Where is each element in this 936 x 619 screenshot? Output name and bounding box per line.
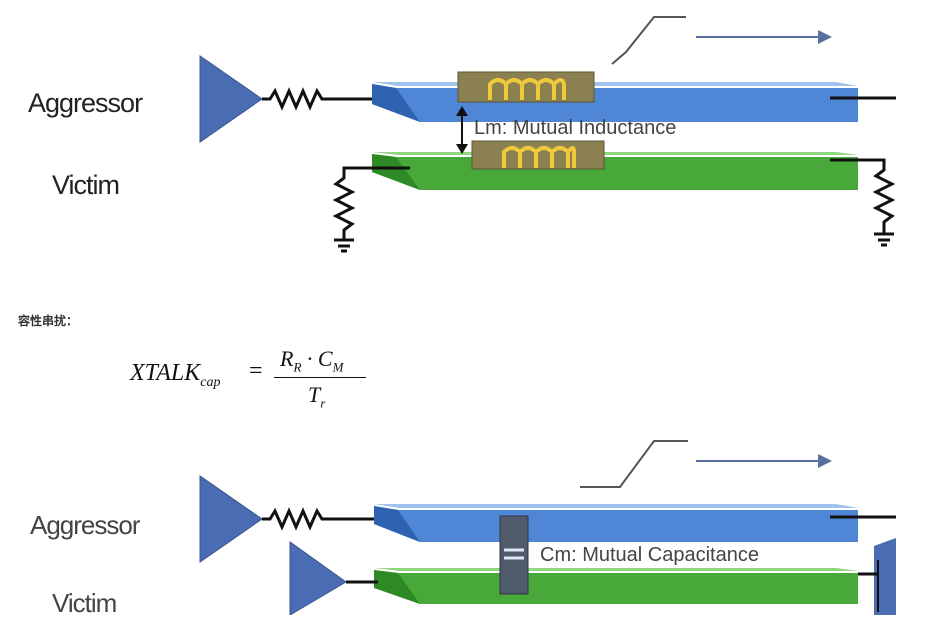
- aggressor-label-top: Aggressor: [28, 88, 143, 118]
- arrowhead-up: [456, 106, 468, 116]
- aggressor-resistor-top: [262, 87, 378, 111]
- step-waveform-bottom: [580, 440, 688, 488]
- inductor-box-aggressor: [457, 71, 595, 103]
- inductor-coil-victim: [502, 146, 576, 168]
- aggressor-trace-bottom: [374, 506, 858, 542]
- victim-trace-top-face: [372, 152, 858, 155]
- victim-trace-top-side: [372, 154, 420, 190]
- aggressor-resistor-bottom: [262, 507, 378, 531]
- victim-trace-bottom: [374, 570, 858, 604]
- victim-label-bottom: Victim: [52, 588, 117, 618]
- victim-near-termination-top: [332, 166, 410, 240]
- capacitor-body: [499, 515, 529, 595]
- victim-driver-bottom: [289, 541, 347, 615]
- victim-receiver-bottom: [874, 538, 896, 615]
- formula-denominator: Tr: [308, 382, 326, 411]
- formula-numerator: RR · CM: [280, 346, 344, 375]
- arrowhead-top: [818, 30, 832, 44]
- victim-trace-bottom-face: [374, 568, 858, 571]
- arrowhead-bottom: [818, 454, 832, 468]
- mutual-inductance-label: Lm: Mutual Inductance: [474, 117, 677, 139]
- aggressor-trace-bottom-face: [374, 504, 858, 508]
- victim-label-top: Victim: [52, 170, 120, 200]
- aggressor-driver-bottom: [199, 475, 263, 563]
- aggressor-driver-top: [199, 55, 263, 143]
- inductor-coil-aggressor: [488, 78, 566, 100]
- aggressor-trace-bottom-side: [374, 506, 420, 542]
- victim-trace-bottom-side: [374, 570, 420, 604]
- aggressor-trace-top-side: [372, 84, 420, 122]
- arrowhead-down: [456, 144, 468, 154]
- section-label: 容性串扰：: [18, 314, 79, 328]
- mutual-capacitance-label: Cm: Mutual Capacitance: [540, 544, 759, 566]
- formula-lhs: XTALKcap: [130, 360, 221, 390]
- victim-far-termination-top: [830, 158, 896, 234]
- formula-fraction-bar: [274, 377, 366, 378]
- aggressor-trace-top-face: [372, 82, 858, 86]
- step-waveform-top: [611, 16, 686, 65]
- crosstalk-formula: XTALKcap = RR · CM Tr: [126, 346, 386, 416]
- victim-trace-top: [372, 154, 858, 190]
- formula-equals: =: [249, 358, 263, 384]
- aggressor-label-bottom: Aggressor: [30, 510, 140, 540]
